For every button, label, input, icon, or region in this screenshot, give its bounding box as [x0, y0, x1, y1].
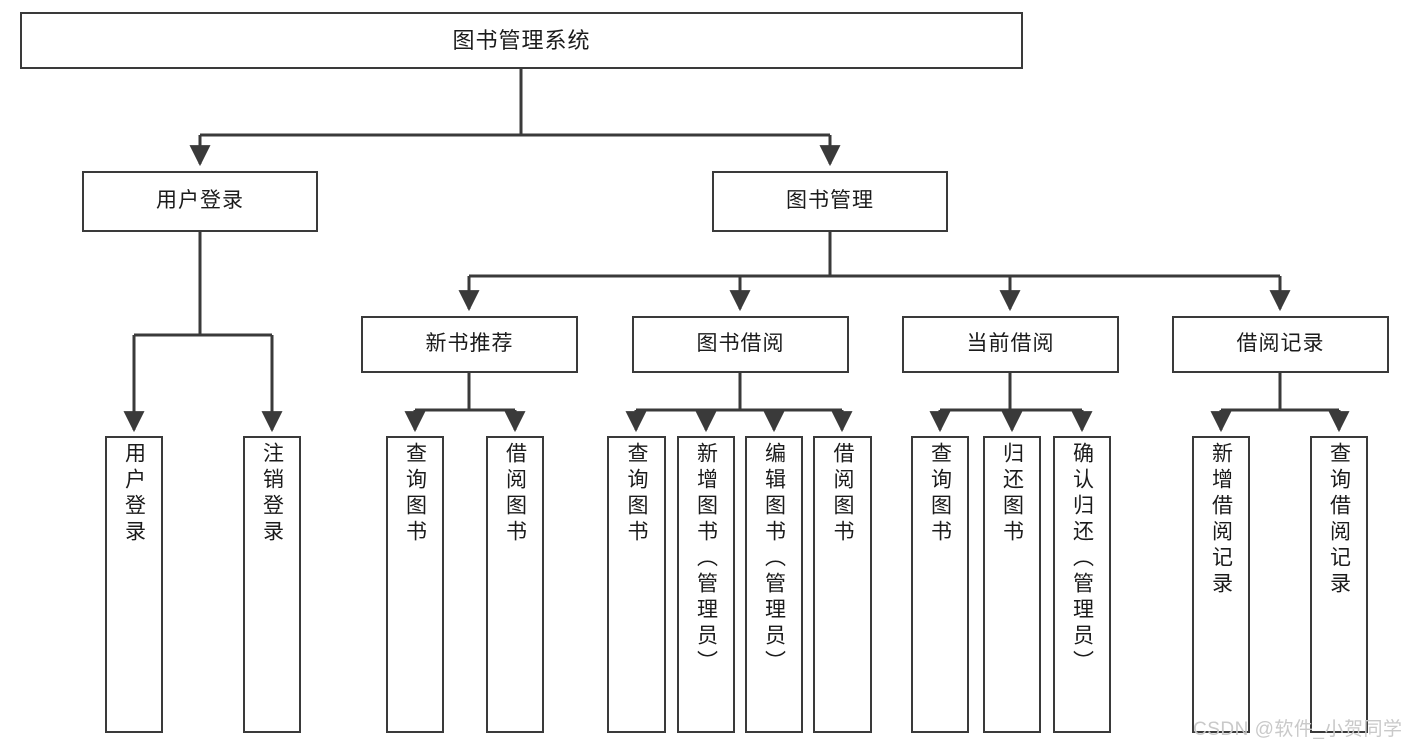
leaf-edit-book-admin[interactable]: 编辑图书（管理员） [745, 436, 803, 733]
leaf-query-books-recommend[interactable]: 查询图书 [386, 436, 444, 733]
node-book-management-label: 图书管理 [786, 189, 874, 213]
node-user-login-label: 用户登录 [156, 189, 244, 213]
node-user-login[interactable]: 用户登录 [82, 171, 318, 232]
leaf-borrow-books-recommend[interactable]: 借阅图书 [486, 436, 544, 733]
leaf-add-borrow-record-label: 新增借阅记录 [1209, 442, 1233, 598]
node-root-label: 图书管理系统 [452, 27, 591, 53]
node-book-borrow[interactable]: 图书借阅 [632, 316, 849, 373]
leaf-query-books-current[interactable]: 查询图书 [911, 436, 969, 733]
node-new-book-recommend-label: 新书推荐 [425, 332, 514, 356]
leaf-borrow-books[interactable]: 借阅图书 [813, 436, 872, 733]
leaf-query-books-borrow[interactable]: 查询图书 [607, 436, 666, 733]
node-borrow-records-label: 借阅记录 [1236, 332, 1325, 356]
leaf-query-books-recommend-label: 查询图书 [403, 442, 427, 546]
node-book-borrow-label: 图书借阅 [696, 332, 785, 356]
leaf-return-books[interactable]: 归还图书 [983, 436, 1041, 733]
leaf-borrow-books-recommend-label: 借阅图书 [503, 442, 527, 546]
leaf-query-borrow-record-label: 查询借阅记录 [1327, 442, 1351, 598]
leaf-logout[interactable]: 注销登录 [243, 436, 301, 733]
node-root[interactable]: 图书管理系统 [20, 12, 1023, 69]
leaf-user-login-label: 用户登录 [122, 442, 146, 546]
leaf-confirm-return-admin-label: 确认归还（管理员） [1070, 442, 1094, 676]
leaf-add-book-admin-label: 新增图书（管理员） [694, 442, 718, 676]
leaf-add-borrow-record[interactable]: 新增借阅记录 [1192, 436, 1250, 733]
leaf-confirm-return-admin[interactable]: 确认归还（管理员） [1053, 436, 1111, 733]
node-current-borrow[interactable]: 当前借阅 [902, 316, 1119, 373]
watermark: CSDN @软件_小贺同学 [1193, 719, 1403, 740]
leaf-query-borrow-record[interactable]: 查询借阅记录 [1310, 436, 1368, 733]
leaf-borrow-books-label: 借阅图书 [831, 442, 854, 546]
node-new-book-recommend[interactable]: 新书推荐 [361, 316, 578, 373]
leaf-add-book-admin[interactable]: 新增图书（管理员） [677, 436, 735, 733]
leaf-edit-book-admin-label: 编辑图书（管理员） [762, 442, 786, 676]
leaf-logout-label: 注销登录 [260, 442, 284, 546]
leaf-query-books-borrow-label: 查询图书 [625, 442, 648, 546]
node-current-borrow-label: 当前借阅 [966, 332, 1055, 356]
leaf-return-books-label: 归还图书 [1000, 442, 1024, 546]
leaf-user-login[interactable]: 用户登录 [105, 436, 163, 733]
leaf-query-books-current-label: 查询图书 [928, 442, 952, 546]
node-book-management[interactable]: 图书管理 [712, 171, 948, 232]
node-borrow-records[interactable]: 借阅记录 [1172, 316, 1389, 373]
